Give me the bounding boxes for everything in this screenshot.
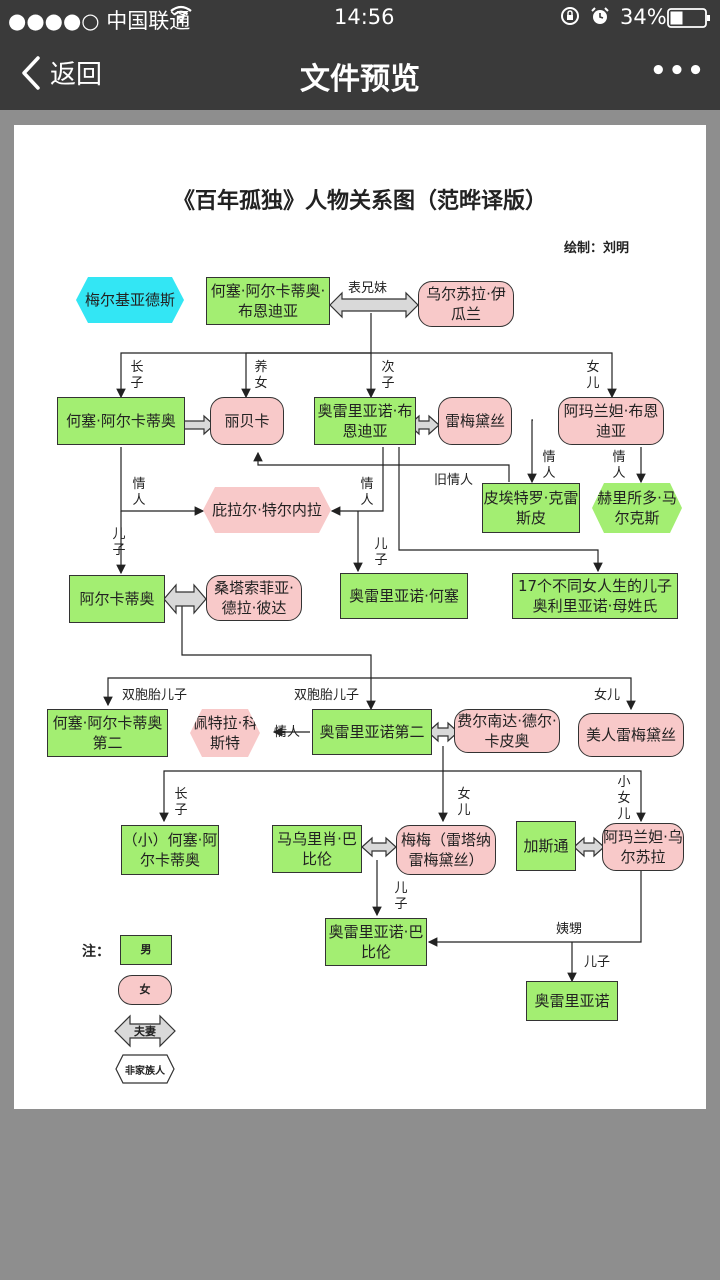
legend-spouse: 夫妻: [114, 1014, 176, 1048]
legend-spouse-label: 夫妻: [134, 1025, 156, 1038]
node-pietro: 皮埃特罗·克雷斯皮: [482, 483, 580, 533]
label-lover-4: 情人: [612, 450, 626, 481]
node-jose-arcadio-buendia: 何塞·阿尔卡蒂奥·布恩迪亚: [206, 277, 330, 325]
legend-title: 注：: [82, 944, 110, 960]
node-gerineldo: 赫里所多·马尔克斯: [592, 483, 682, 533]
legend-outsider-label: 非家族人: [125, 1066, 165, 1077]
double-arrow-icon: [114, 1014, 176, 1048]
node-amaranta: 阿玛兰妲·布恩迪亚: [558, 397, 664, 445]
author-credit: 绘制：刘明: [564, 241, 630, 256]
label-daughter-2: 女儿: [594, 688, 621, 703]
node-amaranta-ursula: 阿玛兰妲·乌尔苏拉: [602, 823, 684, 871]
node-seventeen-sons: 17个不同女人生的儿子奥利里亚诺·母姓氏: [512, 573, 678, 619]
back-label: 返回: [50, 60, 103, 90]
node-mauricio: 马乌里肖·巴比伦: [272, 825, 362, 873]
node-melquiades: 梅尔基亚德斯: [76, 277, 184, 323]
node-arcadio: 阿尔卡蒂奥: [69, 575, 165, 623]
label-son-2: 儿子: [374, 537, 388, 568]
node-meme: 梅梅（雷塔纳雷梅黛丝）: [396, 825, 496, 875]
label-second-son: 次子: [381, 360, 395, 391]
page-title: 文件预览: [300, 62, 420, 97]
label-eldest-son: 长子: [130, 360, 144, 391]
node-fernanda: 费尔南达·德尔·卡皮奥: [454, 709, 560, 753]
node-santa-sofia: 桑塔索菲亚·德拉·彼达: [206, 575, 302, 621]
node-remedios: 雷梅黛丝: [438, 397, 512, 445]
chevron-left-icon: [22, 55, 40, 90]
label-daughter: 女儿: [586, 360, 600, 391]
label-son-4: 儿子: [584, 955, 611, 970]
node-jose-arcadio: 何塞·阿尔卡蒂奥: [57, 397, 185, 445]
node-aureliano: 奥雷里亚诺·布恩迪亚: [314, 397, 416, 445]
node-aureliano-jose: 奥雷里亚诺·何塞: [340, 573, 468, 619]
battery-icon: [667, 8, 711, 33]
label-eldest-son-2: 长子: [174, 787, 188, 818]
label-lover-5: 情人: [274, 725, 301, 740]
rotation-lock-icon: [560, 6, 580, 31]
label-twin-son-2: 双胞胎儿子: [294, 688, 360, 703]
document-title: 《百年孤独》人物关系图（范晔译版）: [172, 189, 547, 214]
hexagon-icon: [115, 1054, 175, 1084]
relationship-lines: [103, 291, 646, 983]
navigation-bar: 返回 文件预览 •••: [0, 36, 720, 110]
node-rebeca: 丽贝卡: [210, 397, 284, 445]
label-daughter-3: 女儿: [457, 787, 471, 818]
label-adopted-daughter: 养女: [254, 360, 268, 391]
carrier-label: ●●●●○ 中国联通: [8, 9, 191, 33]
back-button[interactable]: 返回: [20, 54, 102, 91]
more-options-button[interactable]: •••: [650, 56, 706, 86]
label-ex-lover: 旧情人: [434, 473, 474, 488]
legend-female: 女: [118, 975, 172, 1005]
node-petra: 佩特拉·科斯特: [190, 709, 260, 757]
node-jose-arcadio-jr: （小）何塞·阿尔卡蒂奥: [121, 825, 219, 875]
legend-outsider: 非家族人: [115, 1054, 175, 1084]
document-preview[interactable]: 《百年孤独》人物关系图（范晔译版） 绘制：刘明 梅尔基亚德斯 何塞·阿尔卡蒂奥·…: [14, 125, 706, 1109]
label-lover-2: 情人: [360, 477, 374, 508]
label-son-1: 儿子: [112, 527, 126, 558]
node-aureliano-ii: 奥雷里亚诺第二: [312, 709, 432, 755]
node-ursula: 乌尔苏拉·伊瓜兰: [418, 281, 514, 327]
status-bar: ●●●●○ 中国联通 14:56 34%: [0, 0, 720, 36]
wifi-icon: [170, 4, 192, 28]
label-aunt-nephew: 姨甥: [556, 922, 583, 937]
alarm-icon: [590, 6, 610, 31]
label-son-3: 儿子: [394, 881, 408, 912]
node-gaston: 加斯通: [516, 821, 576, 871]
node-remedios-the-beauty: 美人雷梅黛丝: [578, 713, 684, 757]
label-lover-1: 情人: [132, 477, 146, 508]
legend-male: 男: [120, 935, 172, 965]
label-youngest-daughter: 小女儿: [617, 775, 631, 822]
node-aureliano-last: 奥雷里亚诺: [526, 981, 618, 1021]
time-label: 14:56: [334, 5, 395, 29]
node-aureliano-babilonia: 奥雷里亚诺·巴比伦: [325, 918, 427, 966]
node-jose-arcadio-ii: 何塞·阿尔卡蒂奥第二: [47, 709, 168, 757]
battery-percent: 34%: [620, 5, 667, 29]
label-cousins: 表兄妹: [348, 281, 388, 296]
label-lover-3: 情人: [542, 450, 556, 481]
label-twin-son-1: 双胞胎儿子: [122, 688, 188, 703]
node-pilar: 庇拉尔·特尔内拉: [203, 487, 331, 533]
